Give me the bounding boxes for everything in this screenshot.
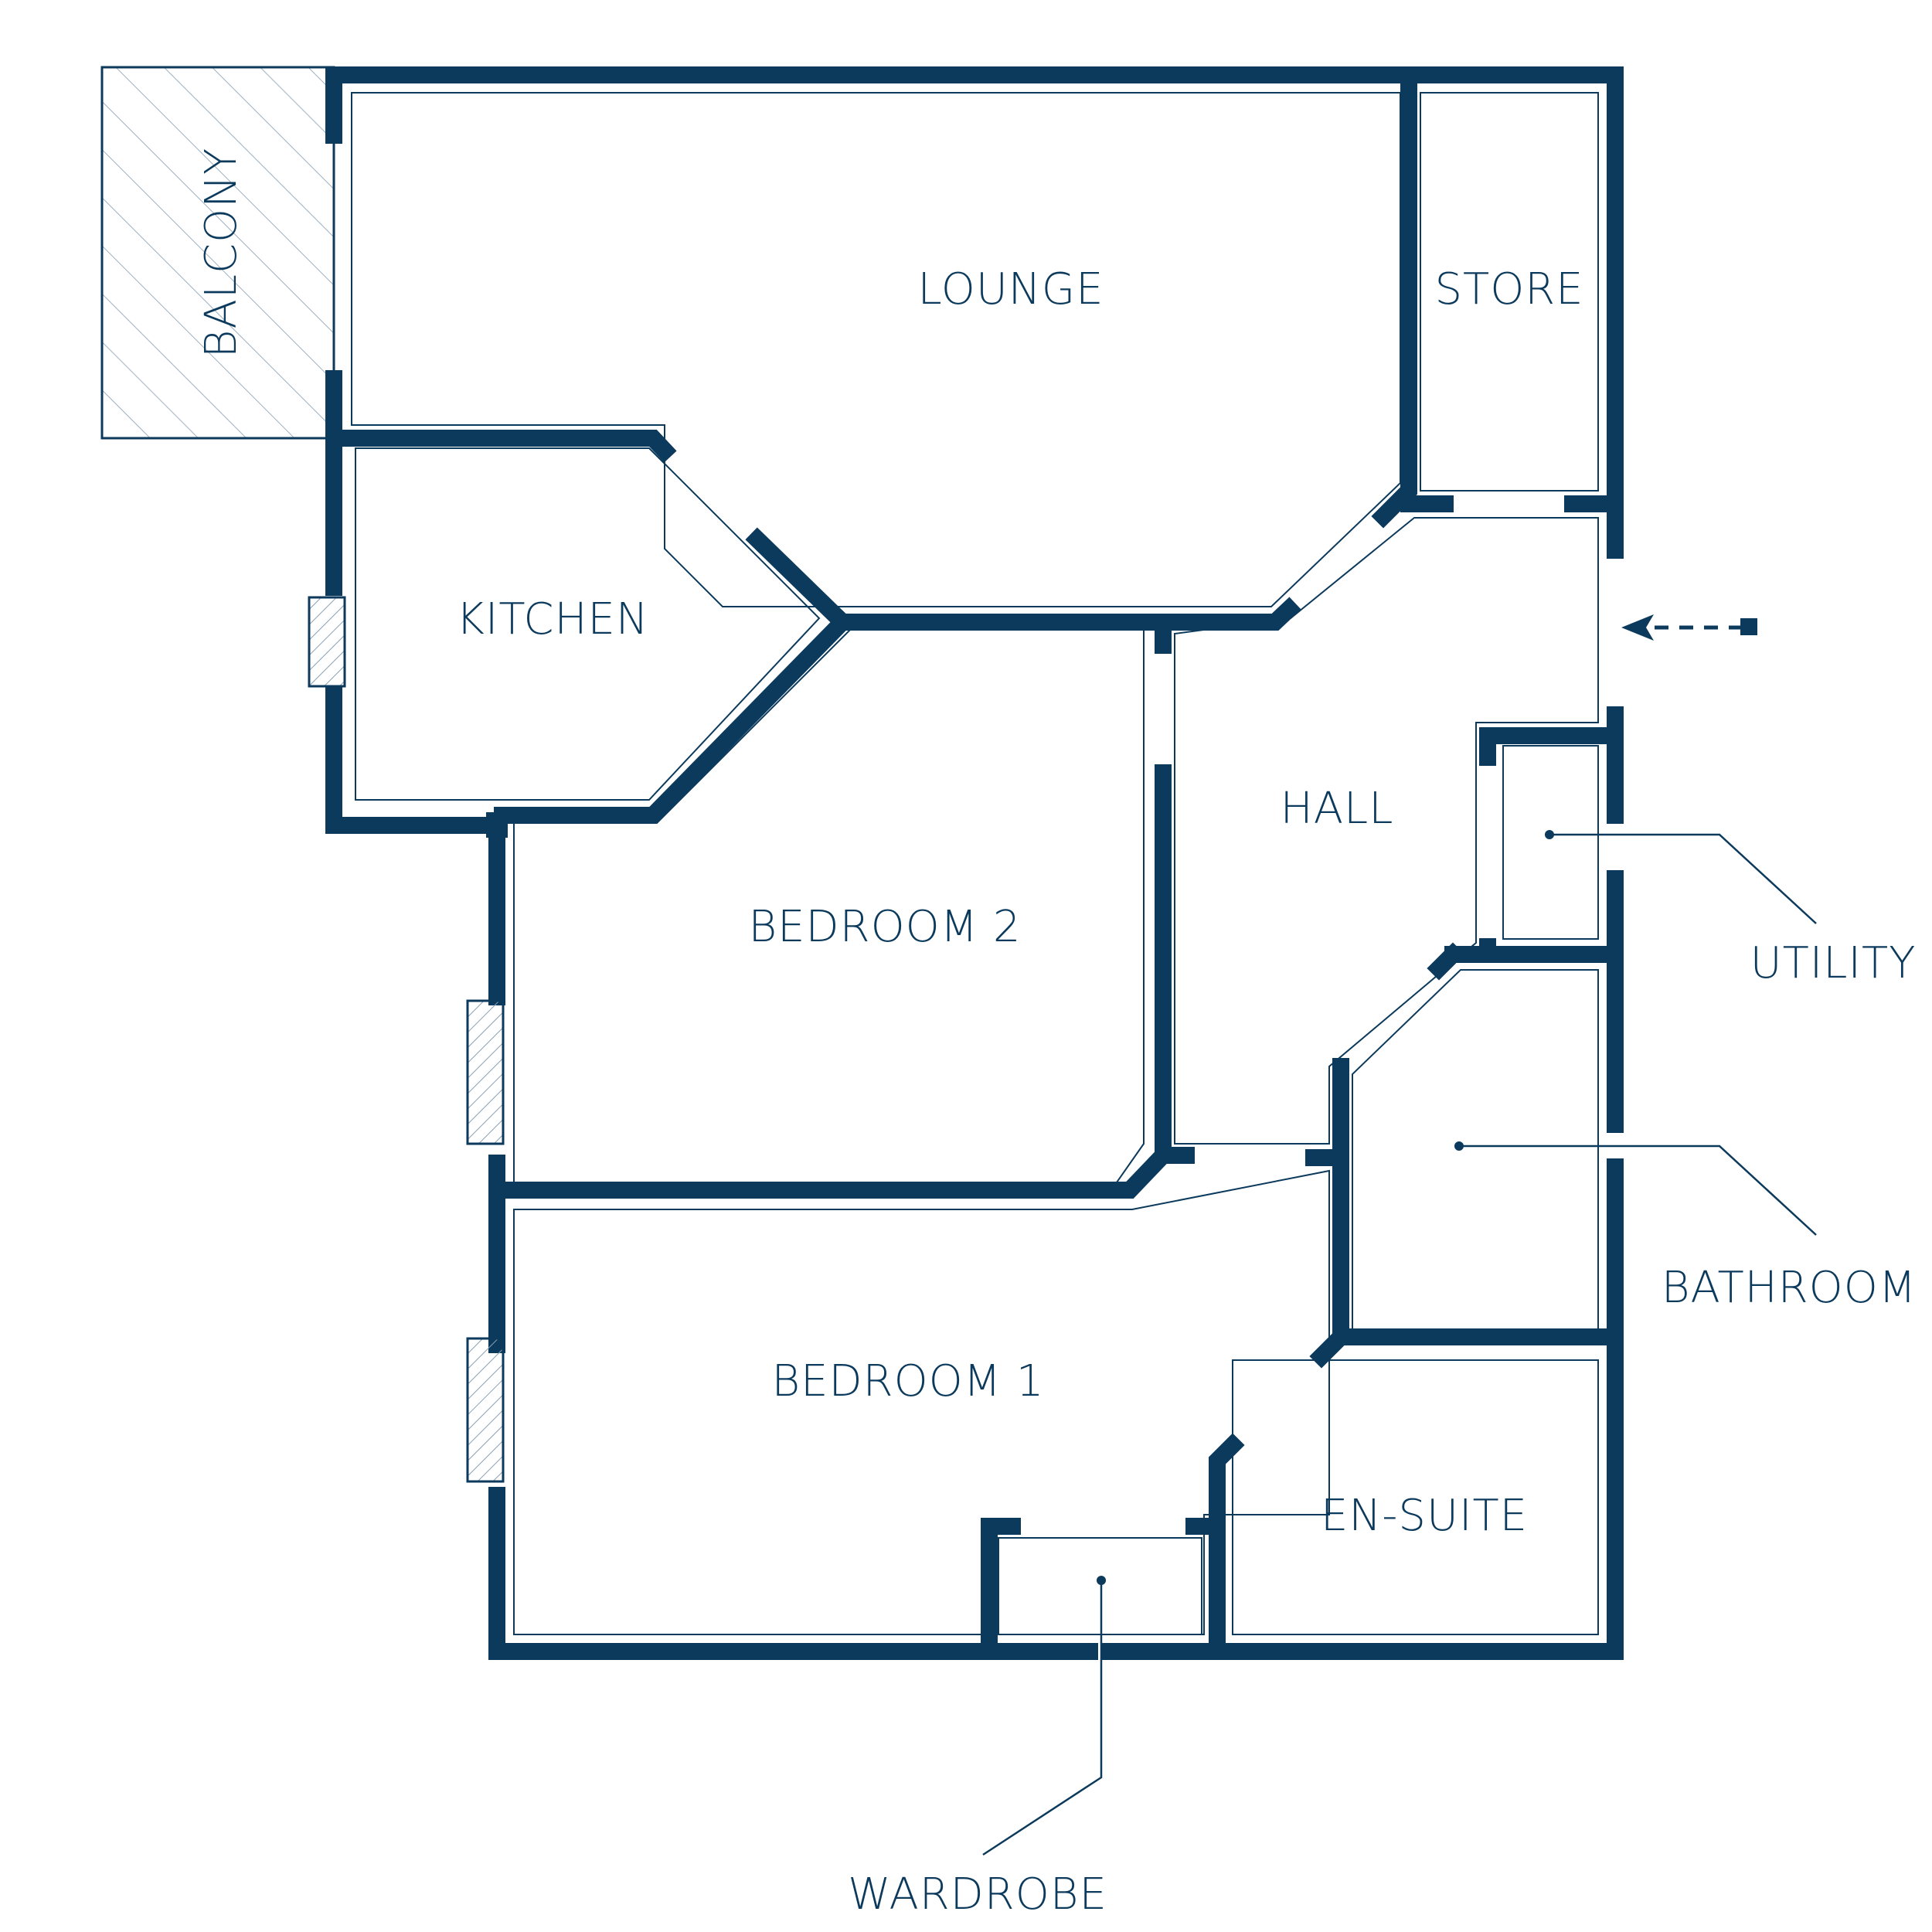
entrance-arrow-icon [1621,614,1757,641]
store-label: STORE [1434,264,1583,315]
utility-label: UTILITY [1750,938,1917,988]
bedroom2-window [466,999,505,1145]
kitchen-window [308,596,346,688]
bedroom2-label: BEDROOM 2 [749,902,1022,952]
ensuite-label: EN-SUITE [1321,1491,1528,1541]
bedroom1-label: BEDROOM 1 [772,1356,1045,1406]
bedroom1-window [466,1337,505,1483]
bathroom-label: BATHROOM [1662,1263,1917,1313]
interior-walls [325,66,1624,1660]
balcony-area [100,66,335,440]
balcony-label: BALCONY [196,148,247,358]
lounge-label: LOUNGE [918,264,1104,315]
wardrobe-label: WARDROBE [848,1869,1107,1920]
leader-lines [982,830,1817,1856]
hall-label: HALL [1281,784,1394,834]
kitchen-label: KITCHEN [456,594,649,645]
